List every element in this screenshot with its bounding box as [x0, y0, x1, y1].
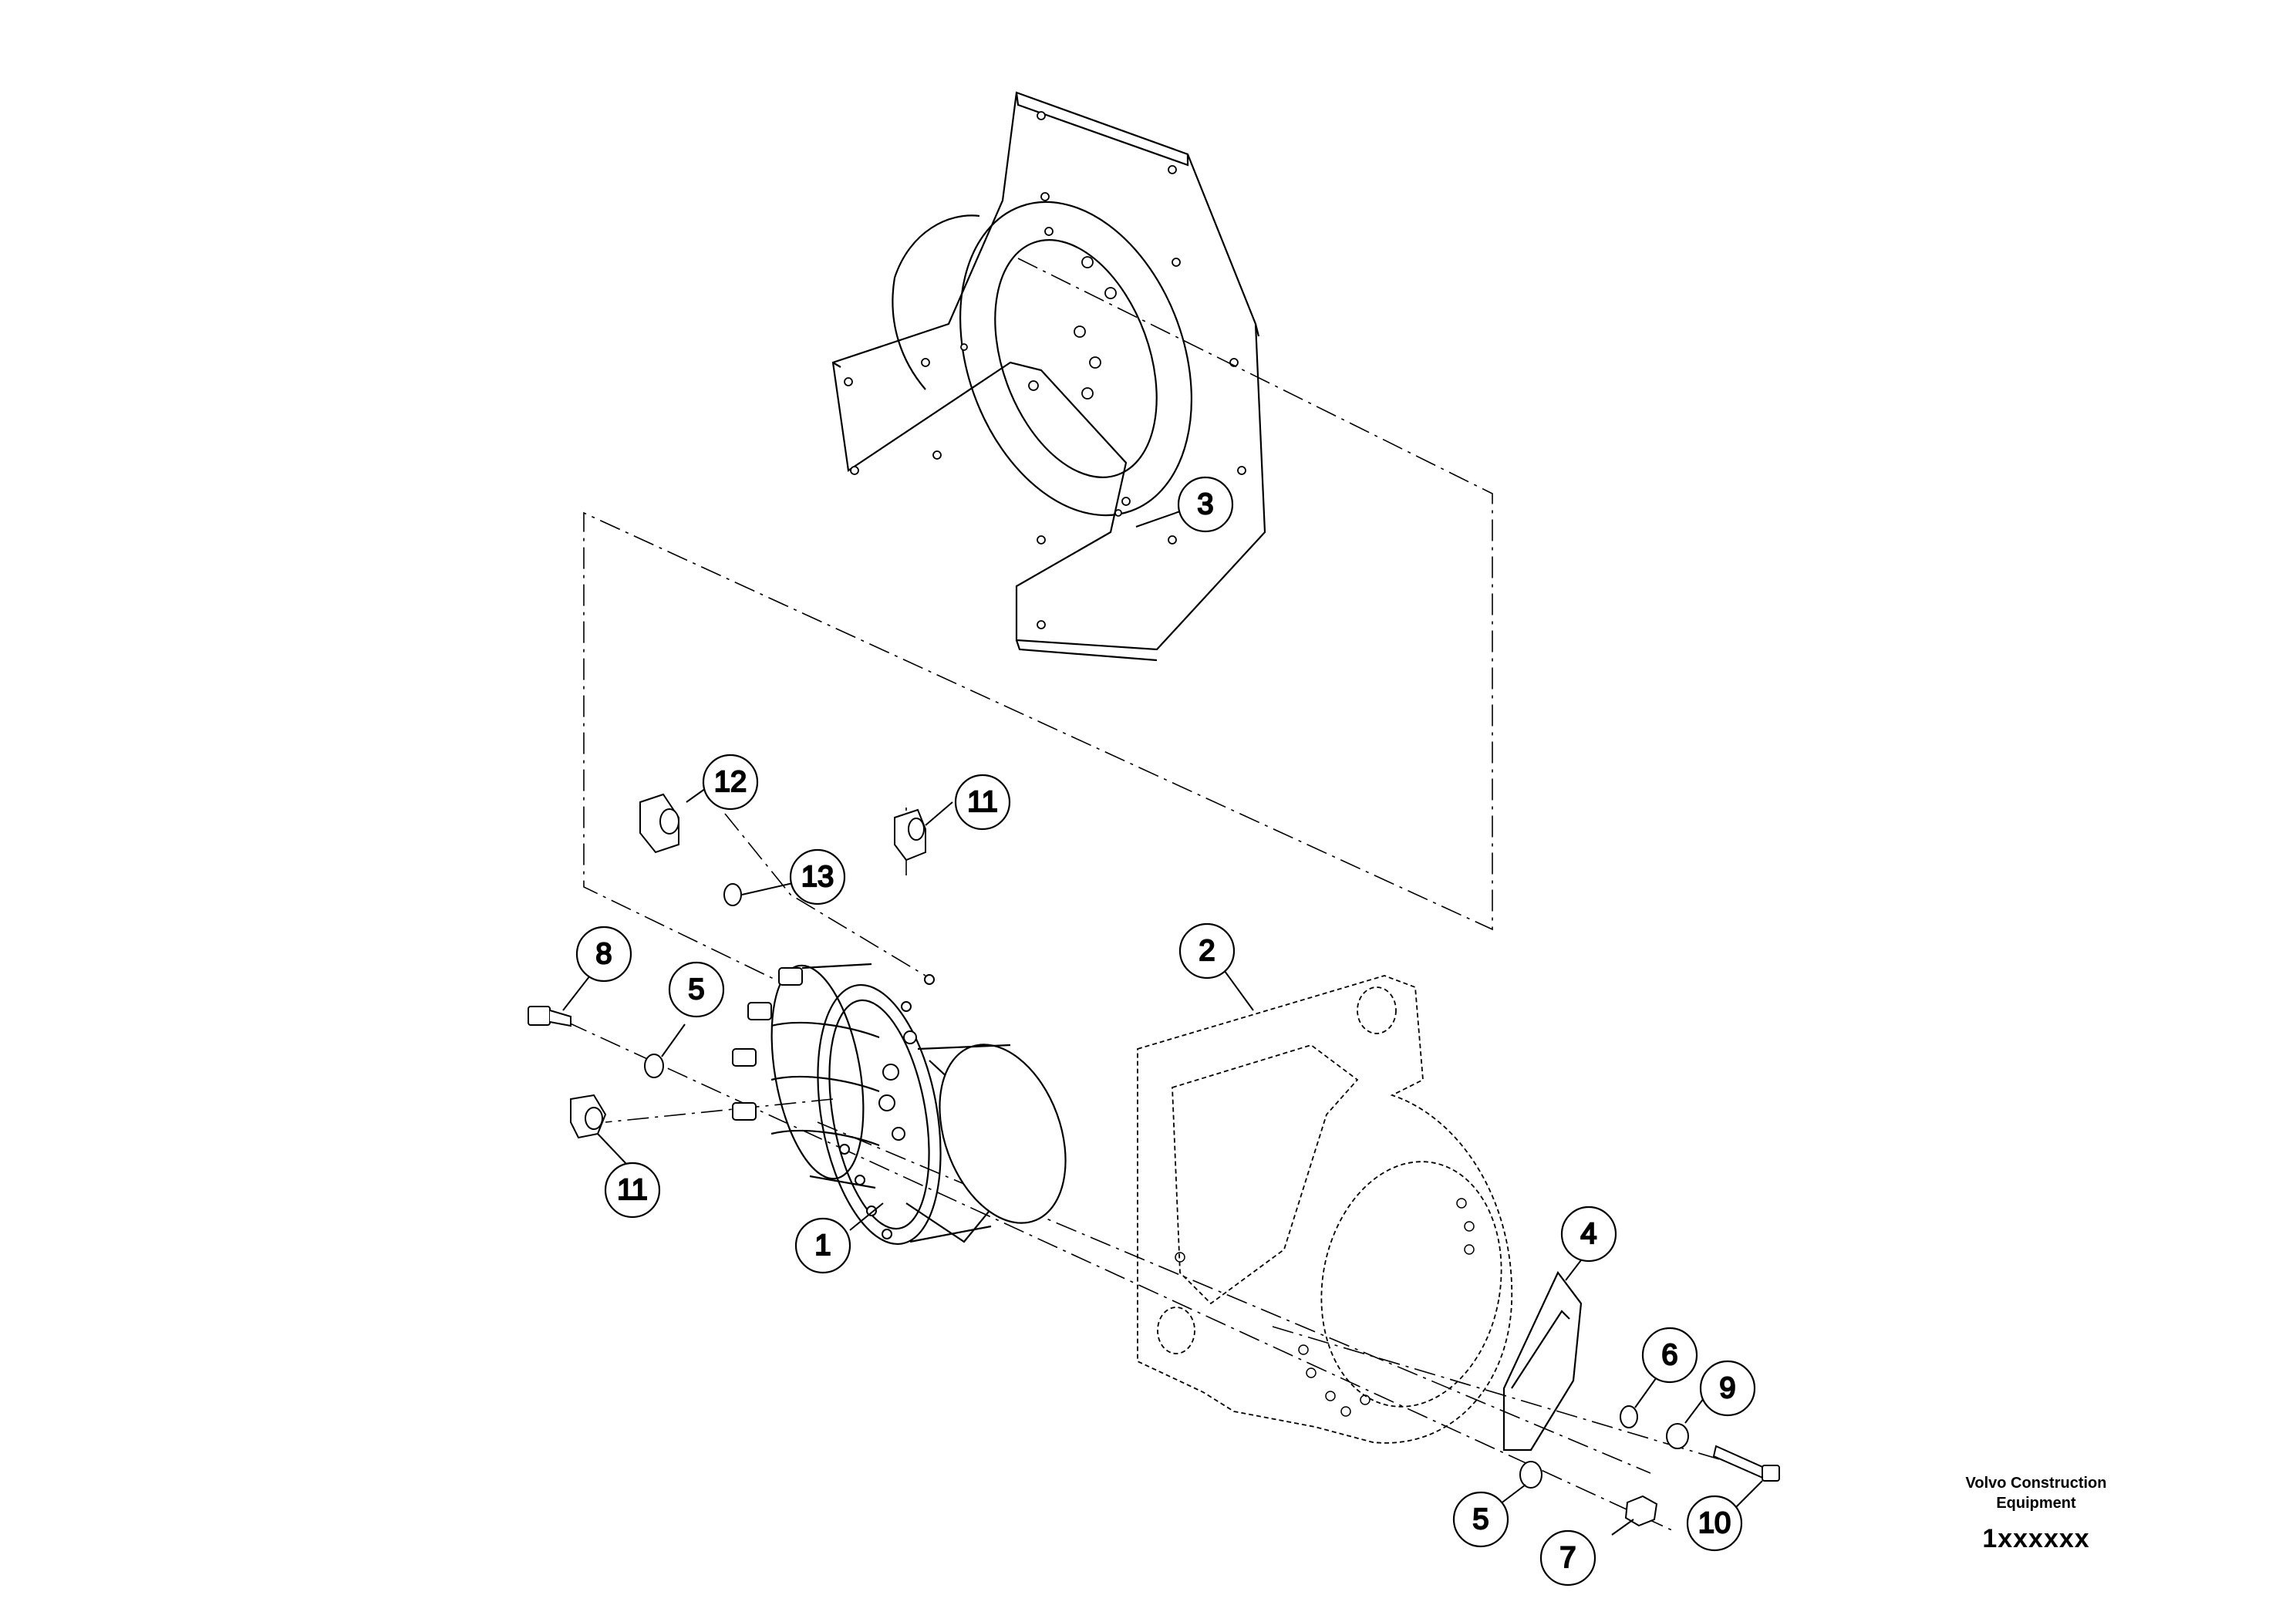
callout-3: 3	[1177, 476, 1234, 533]
svg-text:3: 3	[1197, 488, 1213, 521]
part-3-cross-plate	[831, 91, 1266, 662]
svg-text:8: 8	[595, 938, 612, 970]
svg-text:11: 11	[967, 786, 997, 818]
callout-2: 2	[1178, 922, 1236, 980]
callout-leaders	[562, 511, 1763, 1536]
svg-text:12: 12	[714, 766, 747, 798]
callout-7: 7	[1539, 1529, 1596, 1587]
svg-text:6: 6	[1661, 1339, 1677, 1371]
callout-9: 9	[1699, 1360, 1756, 1417]
svg-text:2: 2	[1199, 935, 1215, 967]
brand-block: Volvo Construction Equipment 1xxxxxx	[1913, 1473, 2159, 1554]
svg-text:7: 7	[1559, 1542, 1576, 1574]
part-1-hydraulic-motor	[732, 963, 1067, 1246]
callout-5-right: 5	[1452, 1491, 1509, 1548]
callout-10: 10	[1686, 1495, 1743, 1552]
part-2-mounting-bracket	[1137, 975, 1513, 1444]
svg-text:13: 13	[801, 861, 834, 893]
callout-11-top: 11	[954, 774, 1011, 831]
callout-8: 8	[575, 926, 632, 983]
svg-text:1: 1	[814, 1229, 831, 1262]
part-code: 1xxxxxx	[1982, 1524, 2090, 1553]
assembly-lines	[566, 258, 1767, 1532]
brand-line-1: Volvo Construction	[1965, 1475, 2107, 1492]
svg-text:4: 4	[1580, 1218, 1596, 1250]
svg-text:9: 9	[1719, 1372, 1735, 1404]
svg-text:5: 5	[688, 973, 704, 1006]
callout-4: 4	[1560, 1206, 1617, 1263]
callout-12: 12	[702, 754, 759, 811]
part-4-wedge-plate	[1502, 1270, 1583, 1452]
callout-5-left: 5	[668, 961, 725, 1018]
svg-text:11: 11	[617, 1174, 647, 1206]
svg-text:10: 10	[1698, 1507, 1731, 1539]
svg-text:5: 5	[1472, 1503, 1489, 1536]
callout-11-left: 11	[604, 1162, 661, 1219]
brand-line-2: Equipment	[1996, 1495, 2076, 1512]
callout-13: 13	[789, 848, 846, 905]
callouts: 3 12 11 13 8 5 2 11 1 4 6 9 5 10 7	[575, 476, 1756, 1587]
callout-1: 1	[794, 1217, 851, 1274]
callout-6: 6	[1641, 1327, 1698, 1384]
fasteners	[528, 793, 1780, 1527]
